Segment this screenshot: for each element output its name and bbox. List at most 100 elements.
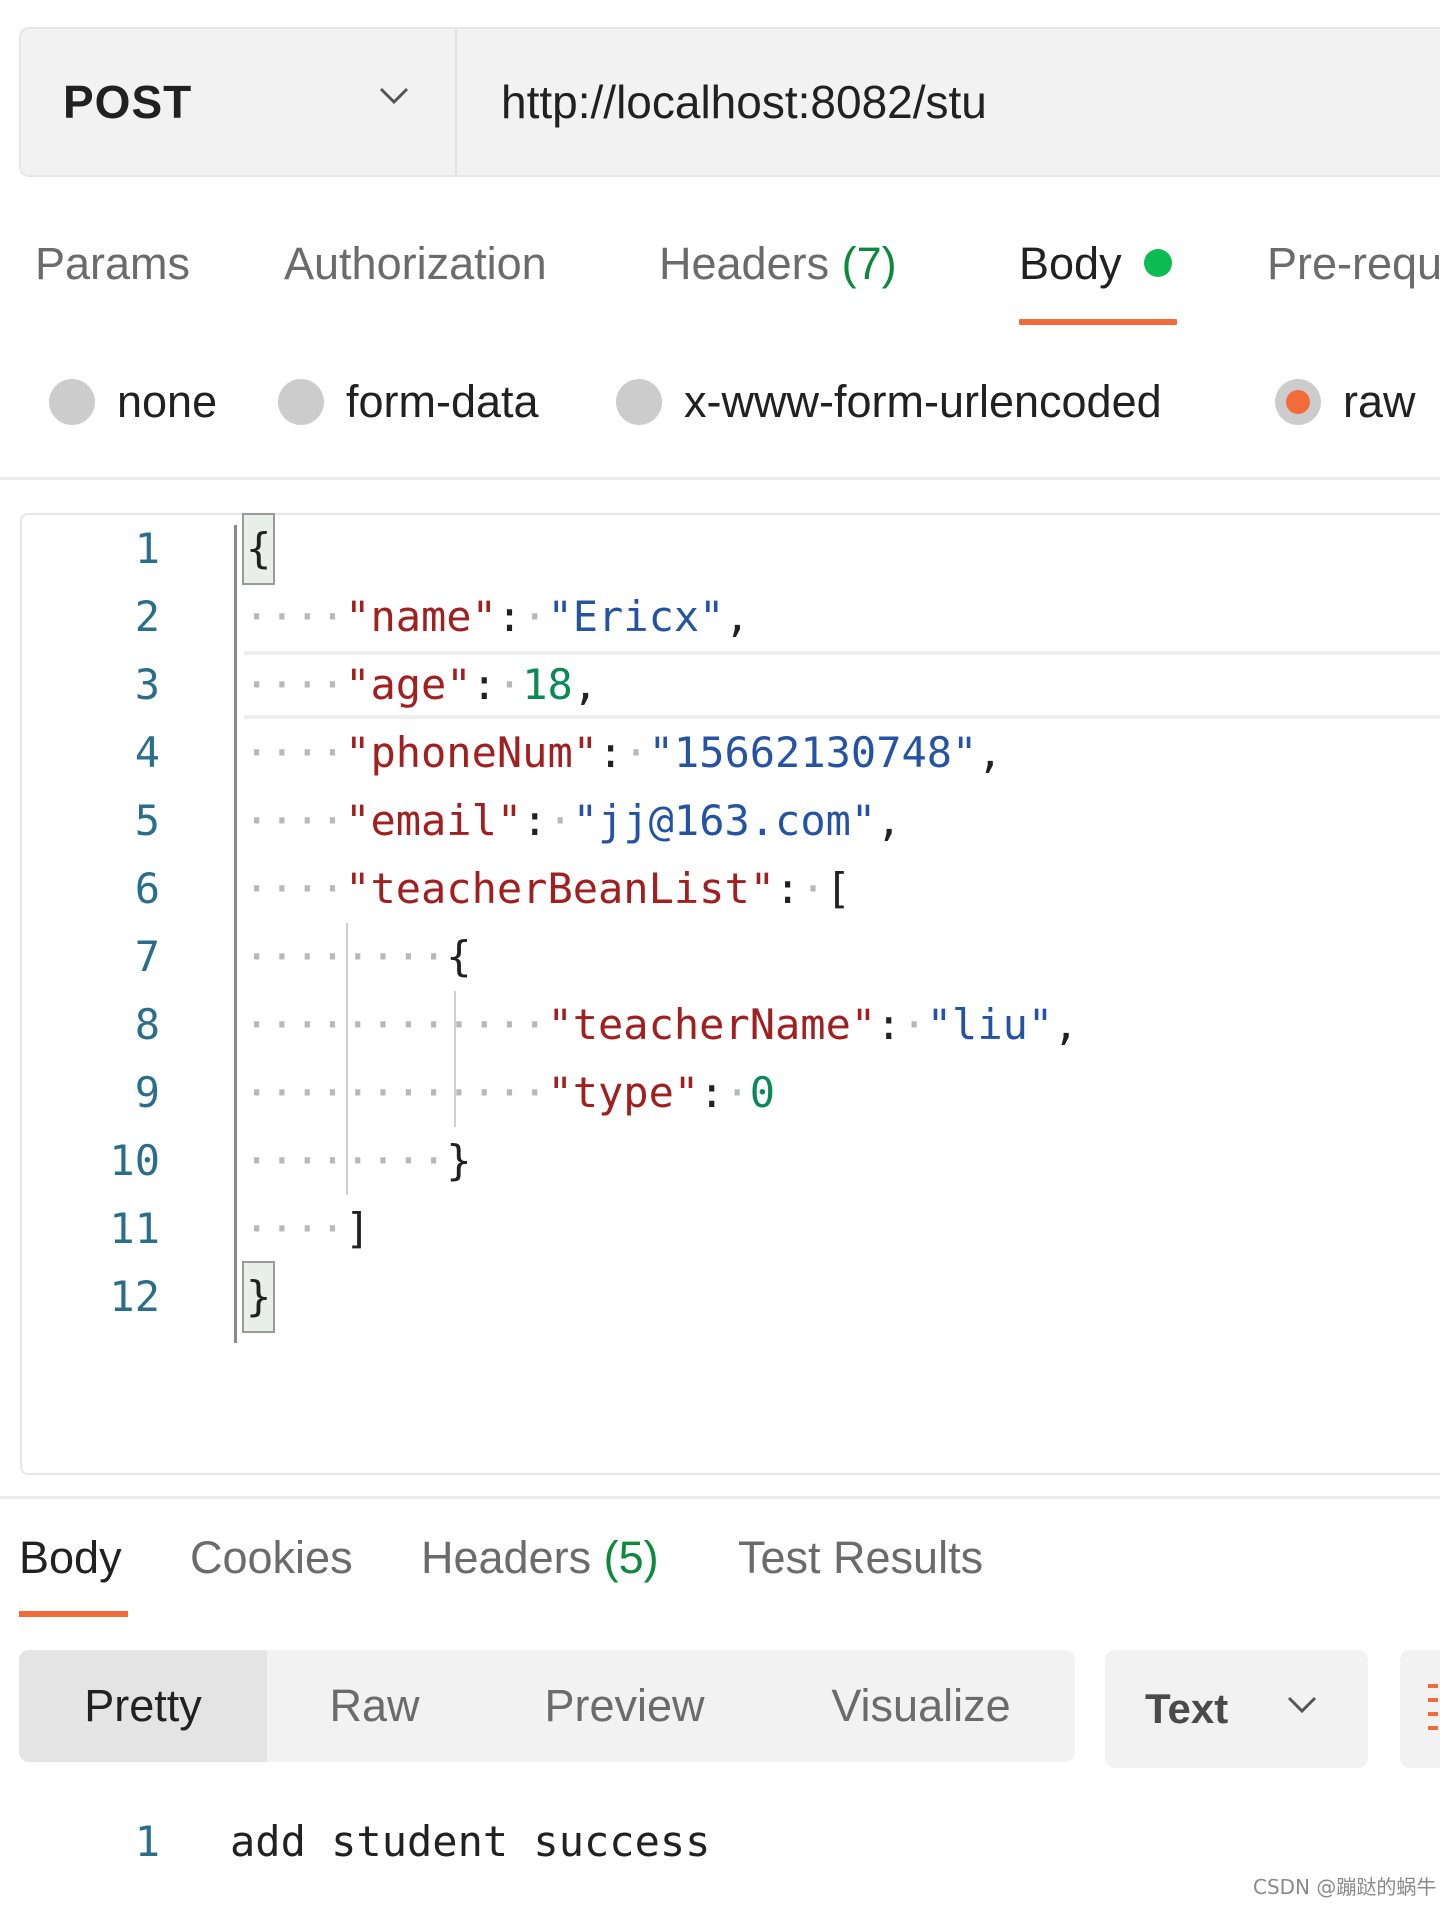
tab-pre-request-label: Pre-requ — [1267, 238, 1440, 289]
json-string: "liu" — [926, 1000, 1054, 1049]
response-format-select[interactable]: Text — [1105, 1650, 1368, 1768]
code-text: ····"age":·18, — [244, 660, 599, 709]
view-visualize-button[interactable]: Visualize — [767, 1650, 1075, 1762]
radio-selected-icon — [1275, 379, 1321, 425]
request-url-bar: POST — [19, 27, 1440, 177]
view-raw-label: Raw — [329, 1680, 420, 1731]
tab-body[interactable]: Body — [1019, 238, 1172, 290]
line-number: 2 — [134, 592, 160, 641]
indent-guide — [346, 923, 348, 1195]
radio-none[interactable]: none — [49, 372, 217, 432]
fold-gutter-line — [234, 525, 237, 1343]
method-label: POST — [63, 76, 193, 128]
tab-authorization-label: Authorization — [284, 238, 547, 289]
tab-params[interactable]: Params — [35, 238, 190, 290]
matched-bracket: { — [241, 513, 276, 585]
code-text: ····"name":·"Ericx", — [244, 592, 750, 641]
response-tab-test-results-label: Test Results — [738, 1532, 984, 1583]
view-visualize-label: Visualize — [831, 1680, 1011, 1731]
matched-bracket: } — [241, 1261, 276, 1333]
view-preview-button[interactable]: Preview — [482, 1650, 767, 1762]
code-text: ····"phoneNum":·"15662130748", — [244, 728, 1003, 777]
view-raw-button[interactable]: Raw — [267, 1650, 482, 1762]
json-string: "15662130748" — [648, 728, 978, 777]
radio-urlencoded-label: x-www-form-urlencoded — [684, 376, 1162, 427]
response-tab-headers[interactable]: Headers (5) — [421, 1532, 659, 1584]
method-select[interactable]: POST — [21, 29, 457, 175]
json-bracket: } — [446, 1136, 472, 1185]
tab-body-label: Body — [1019, 238, 1122, 289]
line-number: 10 — [109, 1136, 160, 1185]
json-bracket: ] — [345, 1204, 371, 1253]
radio-raw-label: raw — [1343, 376, 1416, 427]
tab-params-label: Params — [35, 238, 191, 289]
radio-raw[interactable]: raw — [1275, 372, 1416, 432]
json-bracket: { — [446, 932, 472, 981]
line-number: 9 — [134, 1068, 160, 1117]
line-number: 4 — [134, 728, 160, 777]
line-number: 1 — [134, 524, 160, 573]
wrap-lines-button[interactable] — [1400, 1650, 1440, 1768]
line-number: 8 — [134, 1000, 160, 1049]
radio-x-www-form-urlencoded[interactable]: x-www-form-urlencoded — [616, 372, 1162, 432]
active-line-highlight — [244, 651, 1440, 719]
view-preview-label: Preview — [544, 1680, 705, 1731]
response-tab-body[interactable]: Body — [19, 1532, 122, 1584]
divider — [0, 477, 1440, 480]
url-input[interactable] — [457, 29, 1440, 175]
code-line: 11 ····] — [22, 1195, 1440, 1263]
code-line: 9 ············"type":·0 — [22, 1059, 1440, 1127]
code-text: { — [241, 513, 276, 585]
radio-form-data[interactable]: form-data — [278, 372, 539, 432]
tab-headers-label: Headers — [659, 238, 830, 289]
json-number: 0 — [749, 1068, 776, 1117]
headers-count-badge: (7) — [841, 238, 897, 289]
chevron-down-icon — [379, 87, 409, 105]
code-text: ········{ — [244, 932, 472, 981]
view-pretty-label: Pretty — [84, 1680, 202, 1731]
code-line: 2 ····"name":·"Ericx", — [22, 583, 1440, 651]
line-number: 7 — [134, 932, 160, 981]
code-line: 12 } — [22, 1261, 1440, 1333]
json-key: "teacherBeanList" — [345, 864, 776, 913]
json-key: "phoneNum" — [345, 728, 599, 777]
code-text: ····"email":·"jj@163.com", — [244, 796, 902, 845]
active-tab-underline — [19, 1611, 128, 1617]
code-line: 5 ····"email":·"jj@163.com", — [22, 787, 1440, 855]
response-tab-cookies[interactable]: Cookies — [190, 1532, 353, 1584]
radio-icon — [278, 379, 324, 425]
view-pretty-button[interactable]: Pretty — [19, 1650, 267, 1762]
response-tab-headers-label: Headers — [421, 1532, 592, 1583]
code-line: 8 ············"teacherName":·"liu", — [22, 991, 1440, 1059]
modified-dot-icon — [1143, 249, 1172, 277]
tab-headers[interactable]: Headers (7) — [659, 238, 897, 290]
line-number: 12 — [109, 1272, 160, 1321]
request-body-editor[interactable]: 1 { 2 ····"name":·"Ericx", 3 ····"age":·… — [20, 513, 1440, 1475]
code-text: ····"teacherBeanList":·[ — [244, 864, 851, 913]
radio-icon — [49, 379, 95, 425]
line-number: 11 — [109, 1204, 160, 1253]
wrap-lines-icon — [1428, 1684, 1438, 1730]
tab-pre-request-script[interactable]: Pre-requ — [1267, 238, 1440, 290]
json-bracket: [ — [825, 864, 851, 913]
code-line: 7 ········{ — [22, 923, 1440, 991]
radio-none-label: none — [117, 376, 218, 427]
code-text: ············"teacherName":·"liu", — [244, 1000, 1079, 1049]
indent-guide — [454, 991, 456, 1127]
response-line-number: 1 — [134, 1817, 160, 1866]
code-line: 3 ····"age":·18, — [22, 651, 1440, 719]
code-text: ········} — [244, 1136, 472, 1185]
code-text: ············"type":·0 — [244, 1068, 776, 1117]
tab-authorization[interactable]: Authorization — [284, 238, 547, 290]
line-number: 6 — [134, 864, 160, 913]
code-line: 10 ········} — [22, 1127, 1440, 1195]
code-line: 6 ····"teacherBeanList":·[ — [22, 855, 1440, 923]
code-text: } — [241, 1261, 276, 1333]
response-tab-test-results[interactable]: Test Results — [738, 1532, 983, 1584]
active-tab-underline — [1019, 319, 1177, 325]
json-key: "name" — [345, 592, 497, 641]
radio-icon — [616, 379, 662, 425]
line-number: 5 — [134, 796, 160, 845]
json-key: "age" — [345, 660, 472, 709]
json-number: 18 — [522, 660, 573, 709]
